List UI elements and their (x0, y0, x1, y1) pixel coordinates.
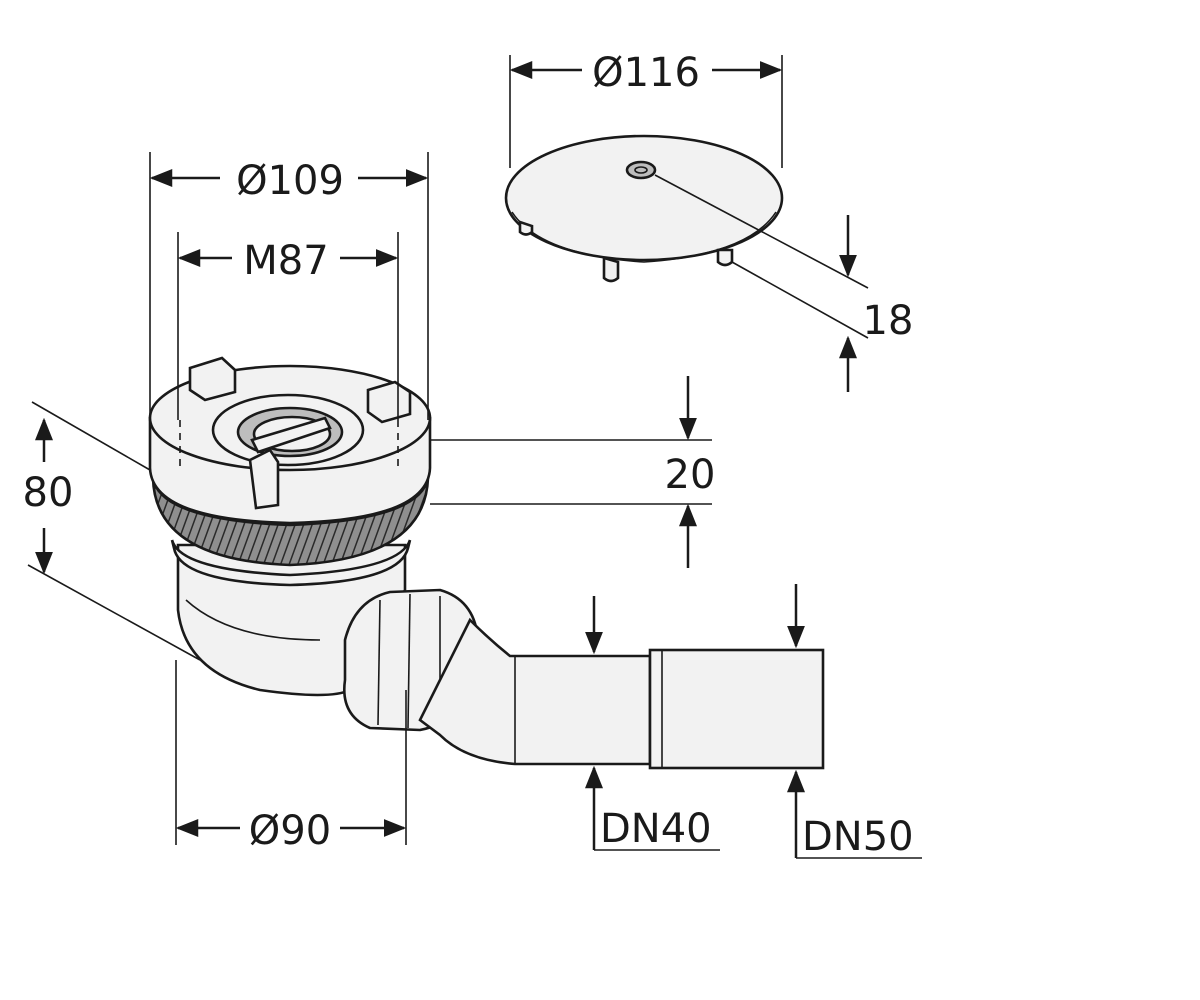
label-flange-height: 20 (665, 452, 716, 498)
dimension-cover-height: 18 (839, 215, 914, 392)
label-cover-diameter: Ø116 (592, 50, 700, 96)
cover-pin-front (602, 256, 620, 283)
cover-center-hole (625, 160, 657, 180)
label-cover-height: 18 (863, 298, 914, 344)
mounting-clip-right (366, 380, 412, 424)
dimension-total-height: 80 (23, 401, 201, 661)
cover-plate (504, 134, 784, 262)
drain-cover (504, 134, 784, 283)
dimension-flange-height: 20 (430, 376, 715, 568)
dimension-body-diameter: Ø90 (175, 660, 407, 854)
cover-height-ext-bottom (731, 261, 869, 339)
strainer-bar (250, 416, 332, 454)
dimension-cover-diameter: Ø116 (509, 50, 783, 96)
dimension-outlet-large: DN50 (787, 584, 922, 860)
cover-pin-right (716, 248, 734, 267)
mounting-clip-front (248, 448, 280, 510)
pipe-adapter (648, 648, 825, 770)
cover-height-ext-top (654, 174, 869, 289)
cover-pin-left (518, 220, 534, 236)
label-total-height: 80 (23, 470, 74, 516)
dimension-outlet-small: DN40 (585, 596, 720, 852)
label-flange-diameter: Ø109 (236, 158, 344, 204)
label-thread: M87 (243, 238, 328, 284)
label-outlet-small: DN40 (600, 806, 712, 852)
dimension-thread: M87 (177, 232, 399, 420)
dimension-flange-diameter: Ø109 (149, 152, 429, 420)
label-outlet-large: DN50 (802, 814, 914, 860)
body-collar (170, 539, 412, 587)
cover-rim (511, 211, 777, 263)
mounting-clip-left (188, 356, 237, 402)
label-body-diameter: Ø90 (249, 808, 331, 854)
outlet-pipe (342, 588, 825, 770)
